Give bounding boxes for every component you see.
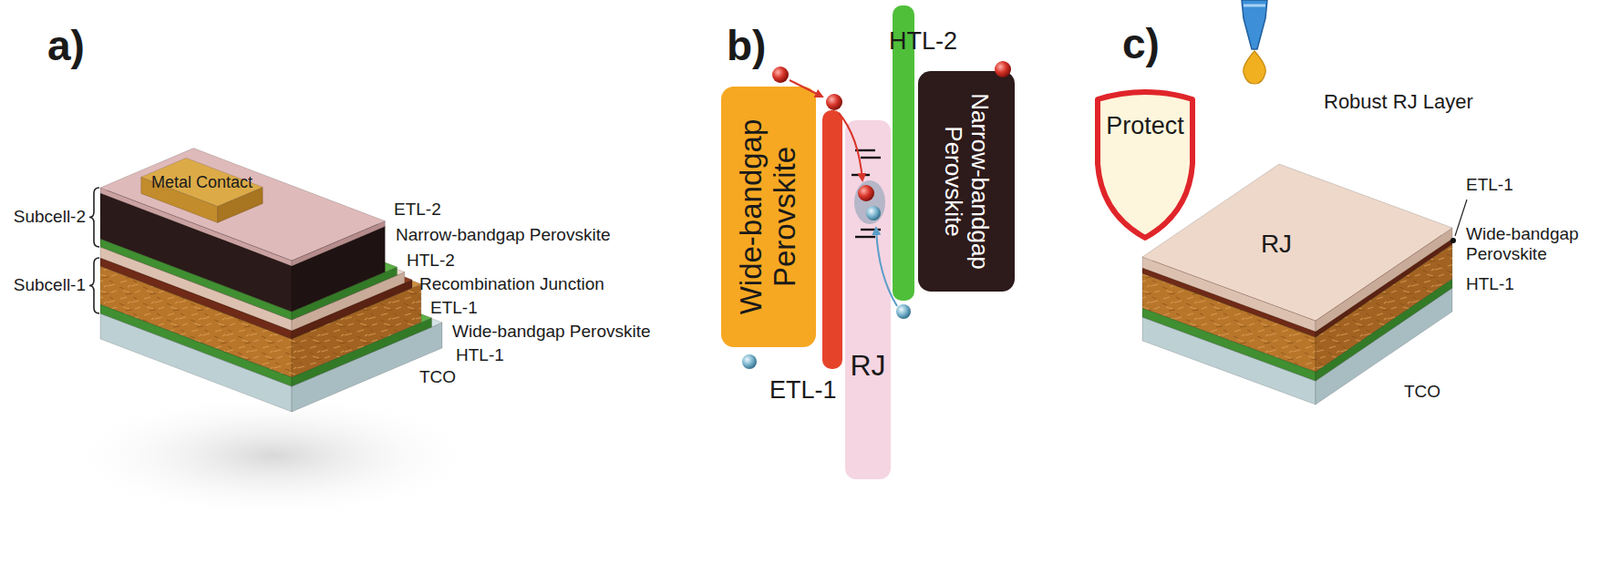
node-label: ETL-1 (769, 376, 837, 404)
layer-label: Wide-bandgap Perovskite (452, 321, 651, 342)
panel-letter: a) (47, 21, 85, 71)
perovskite-box: Wide-bandgap Perovskite (721, 86, 816, 348)
shield-shape (1097, 92, 1193, 238)
perovskite-box: Narrow-bandgap Perovskite (918, 71, 1015, 292)
etl-bar: ETL-1 (822, 110, 843, 370)
layer-label: HTL-1 (1465, 274, 1515, 295)
leader-dot (1450, 237, 1456, 244)
stack-a (100, 148, 443, 413)
htl-bar: HTL-2 (892, 5, 915, 301)
hole (896, 304, 911, 320)
electron (772, 66, 789, 83)
heading-label: Robust RJ Layer (1323, 90, 1474, 114)
pipette-tip (1241, 0, 1268, 50)
panel-letter: c) (1122, 20, 1160, 69)
node-label: Metal Contact (151, 173, 253, 192)
layer-slab (100, 148, 385, 261)
layer-label: ETL-1 (430, 298, 478, 319)
node-label: RJ (849, 350, 886, 383)
pipette-highlight (1243, 4, 1266, 8)
node-label: Narrow-bandgap Perovskite (939, 76, 993, 287)
layer-label: TCO (1403, 381, 1441, 403)
brace (89, 258, 100, 314)
rj-bar: RJ (845, 120, 891, 480)
layer-label: Wide-bandgap Perovskite (1465, 224, 1587, 265)
brace (89, 187, 100, 248)
stack-c (1142, 164, 1453, 405)
node-label: HTL-2 (888, 27, 958, 55)
metal-contact-box: Metal Contact (147, 171, 257, 194)
layer-label: TCO (419, 367, 456, 388)
panel-letter: b) (726, 21, 766, 71)
metal-contact (141, 157, 264, 207)
droplet (1243, 51, 1267, 84)
layer-label: Narrow-bandgap Perovskite (395, 225, 611, 246)
node-label: Wide-bandgap Perovskite (734, 92, 803, 342)
shield-outline (1094, 86, 1197, 242)
layer-label: Recombination Junction (419, 274, 605, 295)
electron (825, 93, 843, 111)
layer-label: ETL-1 (1465, 175, 1514, 196)
node-label: Protect (1105, 112, 1185, 140)
subcell-label: Subcell-2 (13, 206, 86, 228)
shield: Protect (1094, 86, 1197, 242)
layer-label: ETL-2 (393, 199, 442, 220)
layer-label: RJ (1260, 229, 1292, 259)
drop-shadow (63, 392, 484, 520)
subcell-label: Subcell-1 (13, 275, 86, 296)
layer-label: HTL-2 (406, 250, 455, 271)
leader-line (1455, 199, 1467, 237)
layer-label: HTL-1 (455, 345, 505, 366)
hole (742, 354, 757, 370)
